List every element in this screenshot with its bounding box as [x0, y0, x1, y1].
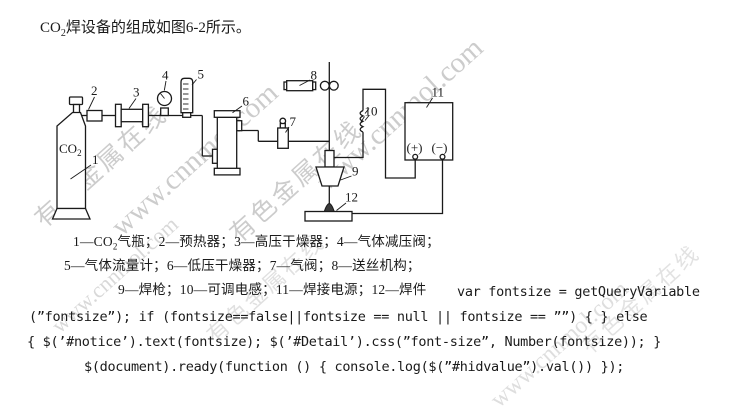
code-line-2: (”fontsize”); if (fontsize==false||fonts… — [29, 309, 648, 325]
title-co: CO — [40, 20, 61, 36]
figure-legend-line-1: 1—CO2气瓶；2—预热器；3—高压干燥器；4—气体减压阀； — [73, 230, 440, 252]
code-line-3: { $(’#notice’).text(fontsize); $(’#Detai… — [27, 334, 662, 350]
gas-pipe — [80, 114, 330, 157]
figure-legend-line-3: 9—焊枪；10—可调电感；11—焊接电源；12—焊件 — [118, 282, 427, 297]
plus-terminal-label: (+) — [407, 140, 423, 155]
part-number-3: 3 — [133, 85, 140, 100]
minus-cable — [352, 159, 444, 215]
power-source: 11 (+) (−) — [352, 85, 454, 215]
code-line-1: var fontsize = getQueryVariable — [457, 284, 700, 300]
part-number-5: 5 — [198, 67, 205, 82]
part-number-12: 12 — [345, 190, 358, 205]
page-title: CO2焊设备的组成如图6-2所示。 — [40, 16, 251, 39]
gas-valve: 7 — [277, 114, 297, 149]
figure-legend-line-2: 5—气体流量计；6—低压干燥器；7—气阀；8—送丝机构； — [64, 258, 421, 273]
inductor-circuit: 10 — [334, 88, 416, 179]
legend1-sub: 2 — [112, 241, 118, 252]
preheater: 2 — [86, 83, 103, 122]
title-text: 焊设备的组成如图6-2所示。 — [65, 20, 251, 36]
plus-terminal — [412, 153, 419, 160]
part-number-11: 11 — [432, 85, 445, 100]
flow-meter: 5 — [180, 67, 205, 118]
legend1-post: 气瓶；2—预热器；3—高压干燥器；4—气体减压阀； — [117, 234, 440, 249]
weld-arc — [323, 202, 336, 213]
legend1-pre: 1—CO — [73, 234, 113, 249]
hp-dryer: 3 — [114, 85, 150, 128]
minus-terminal — [439, 153, 446, 160]
inductor-coil — [359, 109, 365, 133]
welding-torch: 9 — [315, 149, 359, 213]
part-number-8: 8 — [311, 68, 318, 83]
part-number-9: 9 — [352, 164, 359, 179]
part-number-6: 6 — [243, 94, 250, 109]
wire-feeder: 8 — [283, 68, 339, 92]
workpiece: 12 — [304, 190, 358, 222]
part-number-7: 7 — [290, 114, 297, 129]
lp-dryer: 6 — [211, 94, 250, 176]
part-number-2: 2 — [91, 83, 98, 98]
part-number-1: 1 — [92, 152, 99, 167]
title-sub: 2 — [60, 28, 66, 39]
part-number-4: 4 — [162, 68, 169, 83]
co2-cylinder: CO2 1 — [51, 96, 99, 220]
part-number-10: 10 — [365, 104, 378, 119]
pressure-regulator: 4 — [156, 68, 173, 117]
cylinder-label: CO2 — [59, 141, 82, 158]
minus-terminal-label: (−) — [432, 140, 448, 155]
code-line-4: $(document).ready(function () { console.… — [84, 359, 625, 375]
